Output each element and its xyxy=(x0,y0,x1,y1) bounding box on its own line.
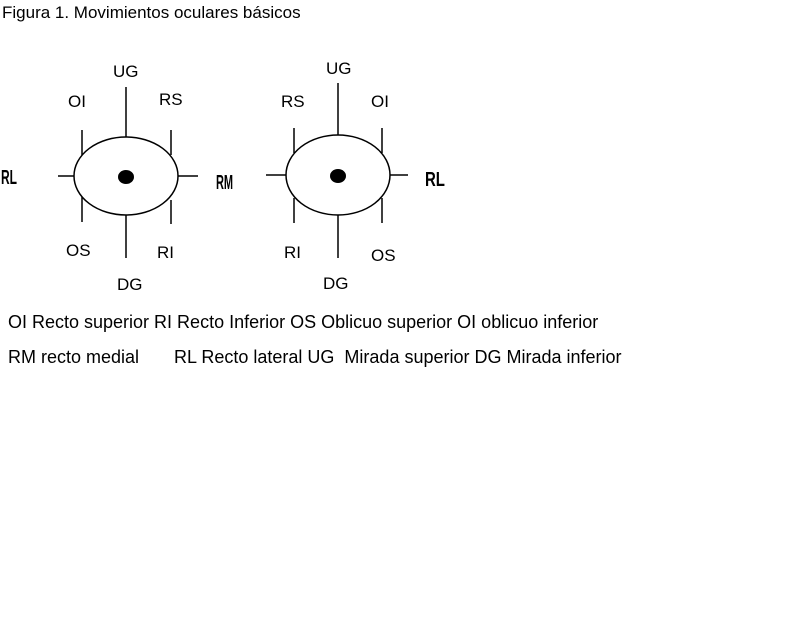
left-eye-label-left: RL xyxy=(1,167,17,189)
left-eye-diagram: UG OI RS RL RM OS RI DG xyxy=(1,62,233,294)
right-eye-label-right: RL xyxy=(425,168,445,191)
right-eye-label-top-right: OI xyxy=(371,92,389,111)
right-eye-pupil xyxy=(330,169,346,183)
left-eye-pupil xyxy=(118,170,134,184)
right-eye-label-bottom-left: RI xyxy=(284,243,301,262)
right-eye-label-bottom: DG xyxy=(323,274,349,293)
legend-line-2: RM recto medial RL Recto lateral UG Mira… xyxy=(8,347,622,367)
right-eye-label-bottom-right: OS xyxy=(371,246,396,265)
left-eye-label-bottom-right: RI xyxy=(157,243,174,262)
left-eye-label-bottom-left: OS xyxy=(66,241,91,260)
left-eye-label-top: UG xyxy=(113,62,139,81)
right-eye-label-top: UG xyxy=(326,59,352,78)
left-eye-label-top-left: OI xyxy=(68,92,86,111)
left-eye-label-bottom: DG xyxy=(117,275,143,294)
right-eye-diagram: UG RS OI RL RI OS DG xyxy=(266,59,445,293)
figure-title: Figura 1. Movimientos oculares básicos xyxy=(2,3,301,22)
left-eye-label-top-right: RS xyxy=(159,90,183,109)
right-eye-label-top-left: RS xyxy=(281,92,305,111)
left-eye-label-right: RM xyxy=(216,172,233,194)
legend-line-1: OI Recto superior RI Recto Inferior OS O… xyxy=(8,312,599,332)
